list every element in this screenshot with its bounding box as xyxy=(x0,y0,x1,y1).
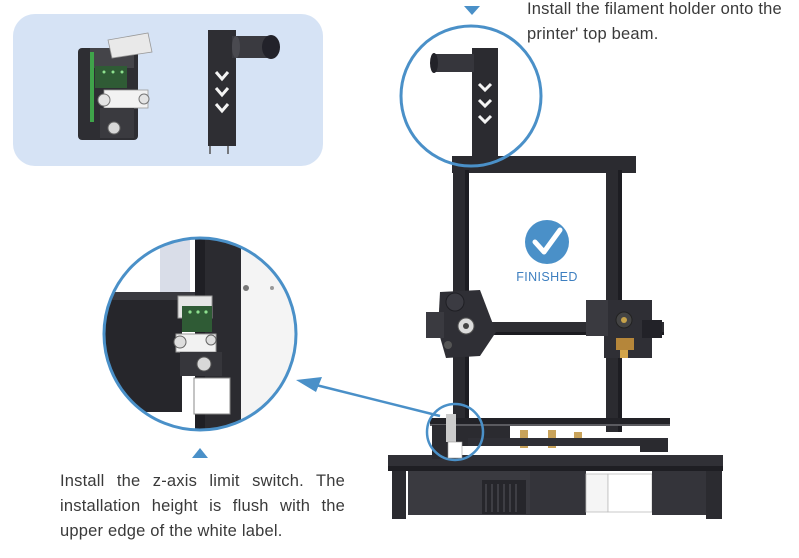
finished-status-label: FINISHED xyxy=(516,270,578,284)
chevron-down-icon xyxy=(214,71,230,114)
arrow-down-icon xyxy=(464,6,480,15)
printer-frame xyxy=(388,156,723,519)
filament-holder-part xyxy=(208,30,280,154)
switch-highlight-circle xyxy=(425,402,485,462)
switch-instruction-text: Install the z-axis limit switch. The ins… xyxy=(60,472,345,540)
check-icon xyxy=(525,220,569,264)
mounted-filament-holder xyxy=(430,48,498,156)
arrow-up-icon xyxy=(192,448,208,458)
limit-switch-part xyxy=(78,32,153,140)
pointer-arrow-icon xyxy=(296,377,441,418)
zoom-detail xyxy=(104,238,296,430)
holder-instruction-text: Install the filament holder onto the pri… xyxy=(527,0,782,43)
holder-highlight-circle xyxy=(399,24,543,168)
